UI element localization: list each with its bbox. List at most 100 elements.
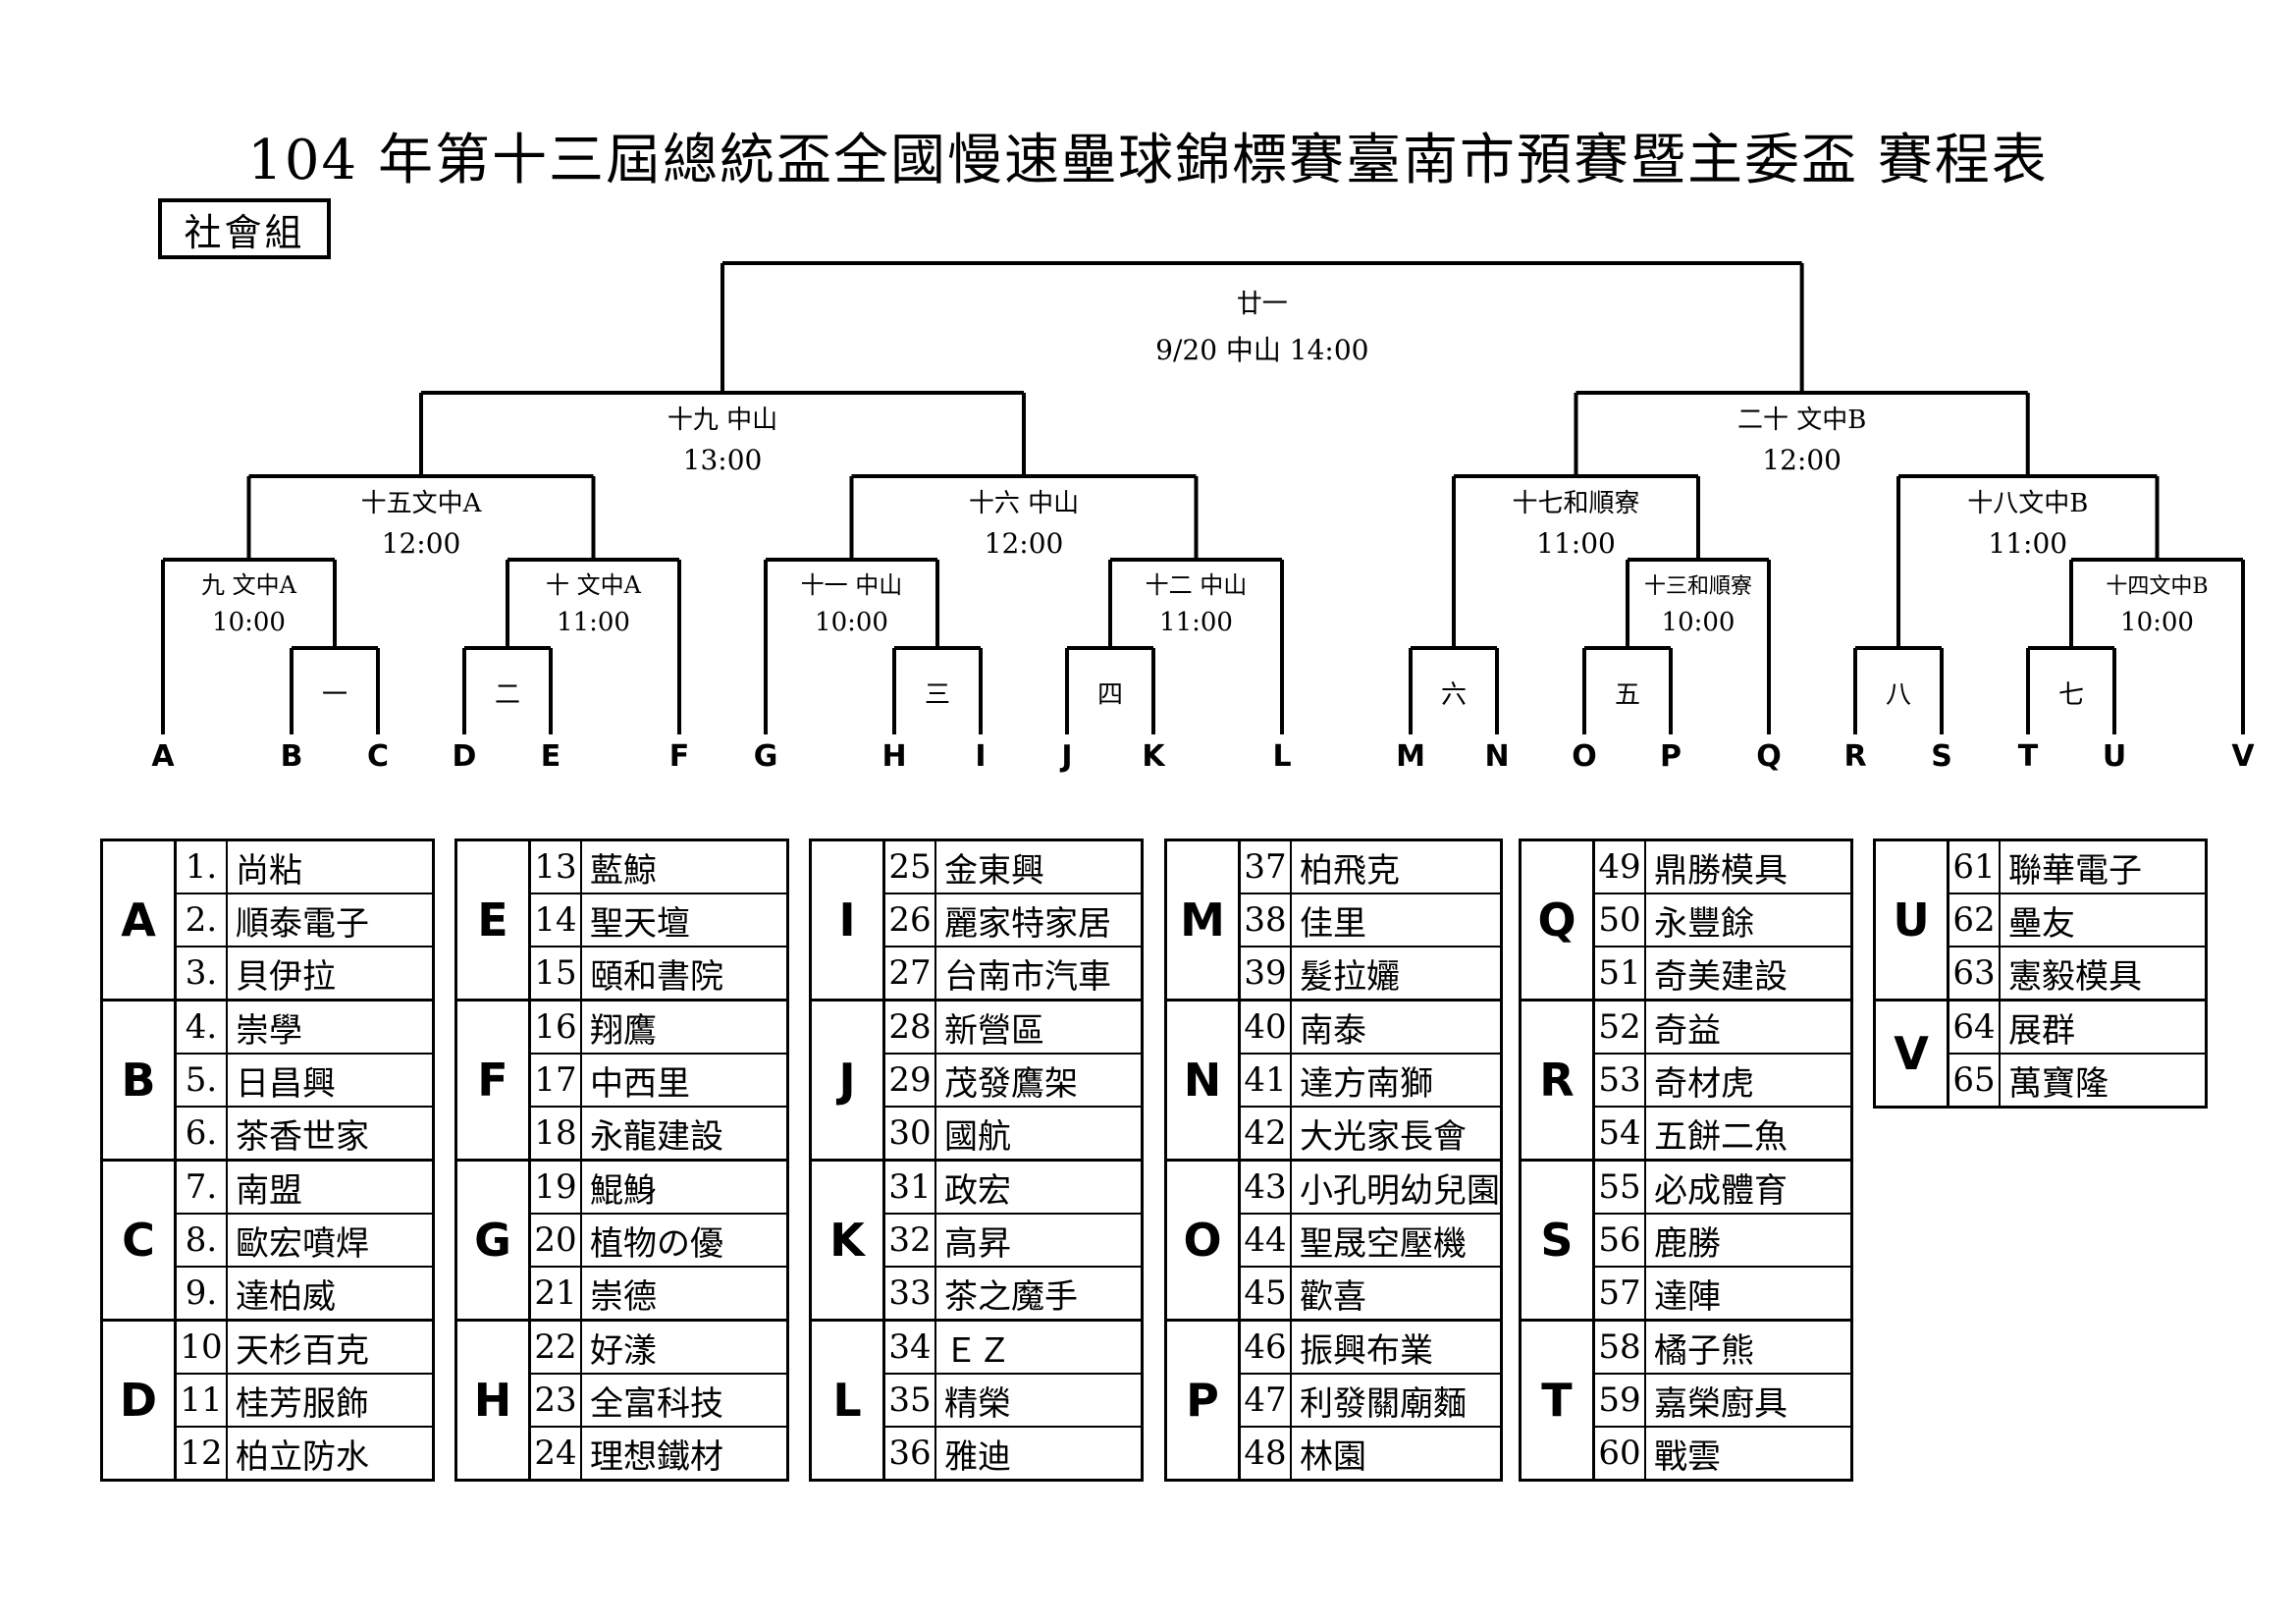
team-name: 鹿勝 <box>1644 1213 1853 1268</box>
team-name: 聖晟空壓機 <box>1290 1213 1503 1268</box>
group-letter: R <box>1519 999 1595 1162</box>
slot-H: H <box>881 739 906 774</box>
team-name: 奇益 <box>1644 999 1853 1055</box>
team-number: 7. <box>174 1159 228 1215</box>
slot-E: E <box>541 739 561 774</box>
group-letter: O <box>1164 1159 1241 1322</box>
game-label-g14: 十四文中B <box>2106 574 2208 599</box>
game-label-g3: 三 <box>925 680 950 710</box>
team-number: 41 <box>1238 1053 1292 1108</box>
team-name: 尚粘 <box>226 839 435 894</box>
team-name: 永龍建設 <box>580 1106 789 1162</box>
team-number: 37 <box>1238 839 1292 894</box>
game-time-g16: 12:00 <box>985 527 1064 560</box>
team-number: 6. <box>174 1106 228 1162</box>
team-name: 理想鐵材 <box>580 1426 789 1482</box>
table-row: 2.順泰電子 <box>102 893 435 947</box>
slot-M: M <box>1396 739 1425 774</box>
group-letter: U <box>1873 839 1949 1001</box>
team-name: 茶之魔手 <box>934 1266 1144 1322</box>
group-letter: L <box>809 1319 885 1482</box>
team-number: 12 <box>174 1426 228 1482</box>
table-row: 9.達柏威 <box>102 1266 435 1322</box>
team-number: 28 <box>882 999 936 1055</box>
team-number: 17 <box>528 1053 582 1108</box>
game-label-g2: 二 <box>495 680 520 710</box>
game-label-g19: 十九 中山 <box>667 406 777 435</box>
team-number: 36 <box>882 1426 936 1482</box>
team-number: 32 <box>882 1213 936 1268</box>
table-row: 8.歐宏噴焊 <box>102 1213 435 1268</box>
team-name: 聯華電子 <box>1999 839 2208 894</box>
team-number: 19 <box>528 1159 582 1215</box>
team-name: 永豐餘 <box>1644 893 1853 947</box>
game-label-g5: 五 <box>1615 680 1640 710</box>
team-number: 52 <box>1592 999 1646 1055</box>
team-number: 48 <box>1238 1426 1292 1482</box>
team-number: 51 <box>1592 946 1646 1001</box>
team-name: 鯤鯓 <box>580 1159 789 1215</box>
team-number: 59 <box>1592 1373 1646 1428</box>
team-number: 56 <box>1592 1213 1646 1268</box>
team-number: 4. <box>174 999 228 1055</box>
slot-U: U <box>2103 739 2126 774</box>
game-time-g11: 10:00 <box>815 608 888 637</box>
game-time-g12: 11:00 <box>1159 608 1233 637</box>
team-name: 大光家長會 <box>1290 1106 1503 1162</box>
team-number: 38 <box>1238 893 1292 947</box>
team-name: 憲毅模具 <box>1999 946 2208 1001</box>
game-label-g16: 十六 中山 <box>969 489 1079 518</box>
slot-S: S <box>1931 739 1952 774</box>
team-number: 9. <box>174 1266 228 1322</box>
team-name: 桂芳服飾 <box>226 1373 435 1428</box>
team-number: 40 <box>1238 999 1292 1055</box>
team-name: ＥＺ <box>934 1319 1144 1375</box>
team-name: 聖天壇 <box>580 893 789 947</box>
team-number: 35 <box>882 1373 936 1428</box>
team-number: 30 <box>882 1106 936 1162</box>
team-number: 62 <box>1947 893 2001 947</box>
team-name: 萬寶隆 <box>1999 1053 2208 1109</box>
group-letter: D <box>100 1319 177 1482</box>
group-letter: M <box>1164 839 1241 1001</box>
team-number: 23 <box>528 1373 582 1428</box>
team-name: 達柏威 <box>226 1266 435 1322</box>
team-name: 佳里 <box>1290 893 1503 947</box>
group-letter: B <box>100 999 177 1162</box>
slot-G: G <box>754 739 778 774</box>
group-letter: I <box>809 839 885 1001</box>
group-letter: E <box>454 839 531 1001</box>
game-time-g17: 11:00 <box>1536 527 1616 560</box>
slot-A: A <box>151 739 175 774</box>
team-number: 5. <box>174 1053 228 1108</box>
group-letter: K <box>809 1159 885 1322</box>
team-name: 振興布業 <box>1290 1319 1503 1375</box>
group-letter: A <box>100 839 177 1001</box>
game-label-g12: 十二 中山 <box>1146 571 1248 599</box>
